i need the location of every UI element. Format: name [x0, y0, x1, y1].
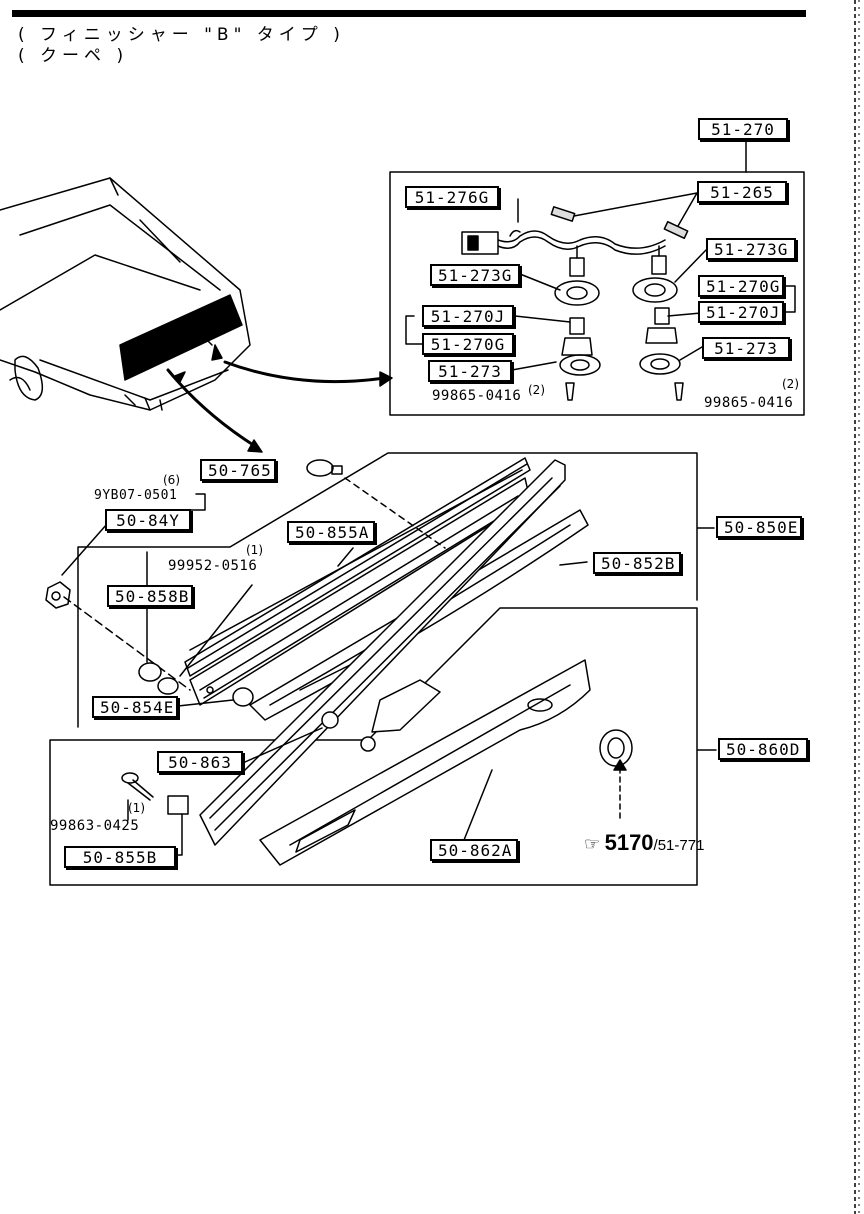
label-50-850E[interactable]: 50-850E	[716, 516, 802, 538]
label-51-270J-right[interactable]: 51-270J	[698, 301, 784, 323]
license-bezel	[199, 459, 566, 846]
reference-minor: /51-771	[653, 837, 705, 854]
label-51-273-left[interactable]: 51-273	[428, 360, 512, 382]
partnum-9YB07-0501[interactable]: 9YB07-0501	[94, 488, 178, 503]
partnum-99952-0516[interactable]: 99952-0516	[168, 558, 258, 574]
qty-99865-0416-right: (2)	[782, 377, 799, 391]
label-50-858B[interactable]: 50-858B	[107, 585, 193, 607]
label-50-863[interactable]: 50-863	[157, 751, 243, 773]
finisher-group-outline	[77, 452, 715, 728]
label-50-852B[interactable]: 50-852B	[593, 552, 681, 574]
lamp-assembly-left	[554, 245, 601, 401]
pointing-hand-icon: ☞	[584, 834, 601, 854]
rear-garnish	[259, 659, 591, 866]
label-51-273G-left[interactable]: 51-273G	[430, 264, 520, 286]
label-50-84Y[interactable]: 50-84Y	[105, 509, 191, 531]
washer-left-icon	[138, 662, 162, 682]
rear-finisher-panel-location	[119, 294, 243, 381]
qty-9YB07-0501: (6)	[163, 473, 180, 487]
label-50-855A[interactable]: 50-855A	[287, 521, 375, 543]
reference-major: 5170	[604, 830, 654, 855]
detail-arrow-lower	[166, 368, 260, 450]
nut-icon	[45, 581, 71, 609]
header-variant-title: ( フィニッシャー "B" タイプ )	[18, 25, 345, 45]
harness-clip-left	[550, 206, 576, 222]
harness-clip-right	[663, 220, 689, 240]
label-50-854E[interactable]: 50-854E	[92, 696, 178, 718]
cross-reference-link[interactable]: ☞ 5170/51-771	[584, 830, 704, 856]
partnum-99863-0425[interactable]: 99863-0425	[50, 818, 140, 834]
screw-cap-icon	[232, 687, 254, 707]
car-rear-illustration	[0, 177, 251, 411]
label-51-265[interactable]: 51-265	[697, 181, 787, 203]
label-50-860D[interactable]: 50-860D	[718, 738, 808, 760]
perforated-right-edge	[854, 0, 860, 1214]
label-50-862A[interactable]: 50-862A	[430, 839, 518, 861]
license-lamp-group-box	[389, 171, 805, 416]
bulb-icon	[306, 459, 334, 477]
top-rule	[12, 10, 806, 17]
detail-arrow-upper	[223, 360, 387, 384]
clip-icon	[167, 795, 189, 815]
screw-icon	[121, 772, 154, 801]
label-51-270[interactable]: 51-270	[698, 118, 788, 140]
partnum-99865-0416-left[interactable]: 99865-0416	[432, 388, 522, 404]
partnum-99865-0416-right[interactable]: 99865-0416	[704, 395, 794, 411]
label-51-270G-left[interactable]: 51-270G	[422, 333, 514, 355]
label-50-855B[interactable]: 50-855B	[64, 846, 176, 868]
grommet-icon	[599, 729, 633, 767]
label-51-273-right[interactable]: 51-273	[702, 337, 790, 359]
lamp-wire-harness	[497, 230, 666, 249]
qty-99865-0416-left: (2)	[528, 383, 545, 397]
lamp-assembly-right	[632, 245, 684, 401]
label-51-276G[interactable]: 51-276G	[405, 186, 499, 208]
qty-99952-0516: (1)	[246, 543, 263, 557]
label-51-270G-right[interactable]: 51-270G	[698, 275, 784, 297]
qty-99863-0425: (1)	[128, 801, 145, 815]
finisher-strip-upper	[184, 457, 531, 677]
washer-right-icon	[157, 677, 179, 695]
label-51-270J-left[interactable]: 51-270J	[422, 305, 514, 327]
header-body-type: ( クーペ )	[18, 46, 129, 66]
label-50-765[interactable]: 50-765	[200, 459, 276, 481]
label-51-273G-right[interactable]: 51-273G	[706, 238, 796, 260]
